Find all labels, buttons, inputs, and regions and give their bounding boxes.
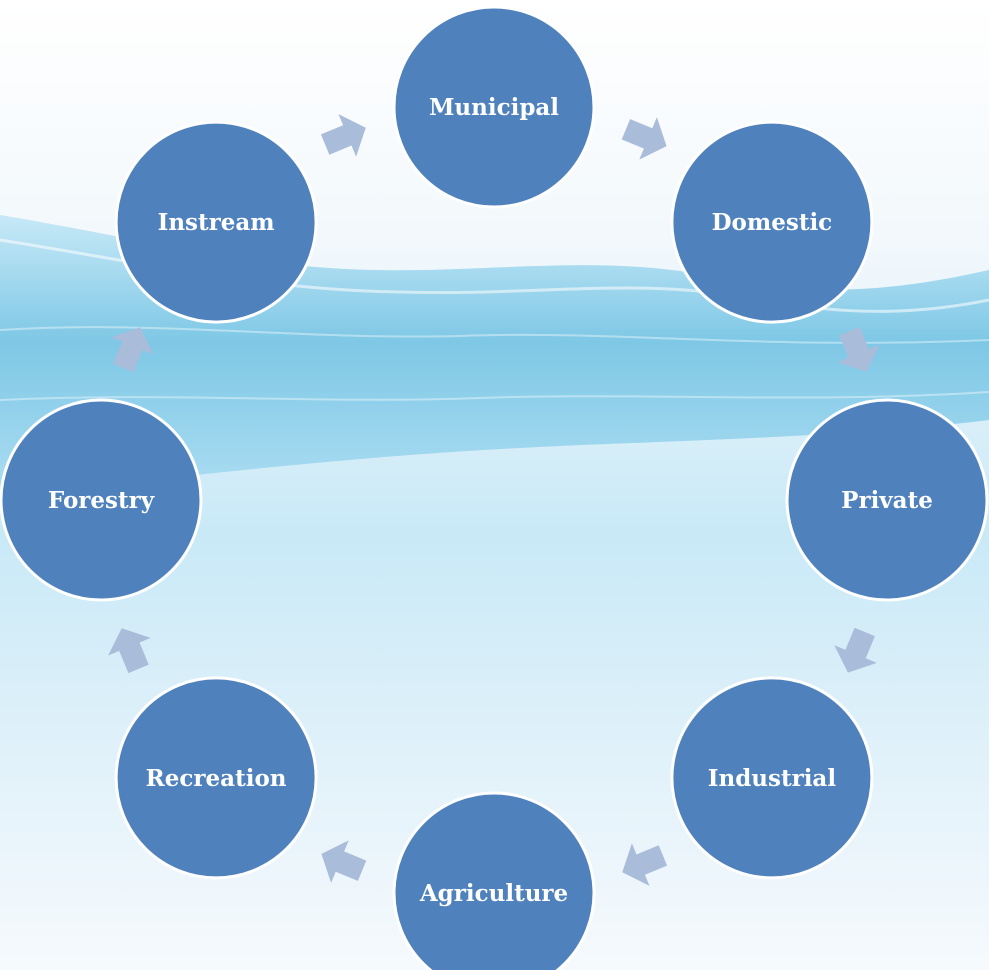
cycle-arrow-recreation-to-forestry <box>108 628 151 674</box>
node-label-private: Private <box>841 487 933 514</box>
node-agriculture: Agriculture <box>392 791 596 970</box>
node-label-municipal: Municipal <box>429 94 559 121</box>
water-wave-highlight-2 <box>0 326 989 344</box>
node-private: Private <box>785 398 989 602</box>
node-domestic: Domestic <box>670 120 874 324</box>
cycle-arrow-forestry-to-instream <box>111 327 154 373</box>
node-label-instream: Instream <box>158 209 275 236</box>
node-label-recreation: Recreation <box>146 765 287 792</box>
node-circle-municipal <box>392 5 596 209</box>
node-label-domestic: Domestic <box>712 209 833 236</box>
water-wave-highlight-3 <box>0 391 989 401</box>
node-label-forestry: Forestry <box>48 487 155 514</box>
cycle-arrow-agriculture-to-recreation <box>321 840 367 883</box>
cycle-arrow-private-to-industrial <box>834 627 877 673</box>
node-circle-instream <box>114 120 318 324</box>
node-forestry: Forestry <box>0 398 203 602</box>
node-instream: Instream <box>114 120 318 324</box>
arrows-layer <box>108 114 880 886</box>
node-label-agriculture: Agriculture <box>419 880 568 907</box>
node-circle-forestry <box>0 398 203 602</box>
node-industrial: Industrial <box>670 676 874 880</box>
node-circle-industrial <box>670 676 874 880</box>
nodes-layer: MunicipalDomesticPrivateIndustrialAgricu… <box>0 5 989 970</box>
node-recreation: Recreation <box>114 676 318 880</box>
cycle-arrow-instream-to-municipal <box>320 114 366 157</box>
node-label-industrial: Industrial <box>708 765 837 792</box>
node-circle-recreation <box>114 676 318 880</box>
node-circle-private <box>785 398 989 602</box>
node-municipal: Municipal <box>392 5 596 209</box>
cycle-arrow-industrial-to-agriculture <box>622 843 668 886</box>
cycle-arrow-domestic-to-private <box>837 326 880 372</box>
cycle-arrow-municipal-to-domestic <box>621 117 667 160</box>
node-circle-agriculture <box>392 791 596 970</box>
node-circle-domestic <box>670 120 874 324</box>
